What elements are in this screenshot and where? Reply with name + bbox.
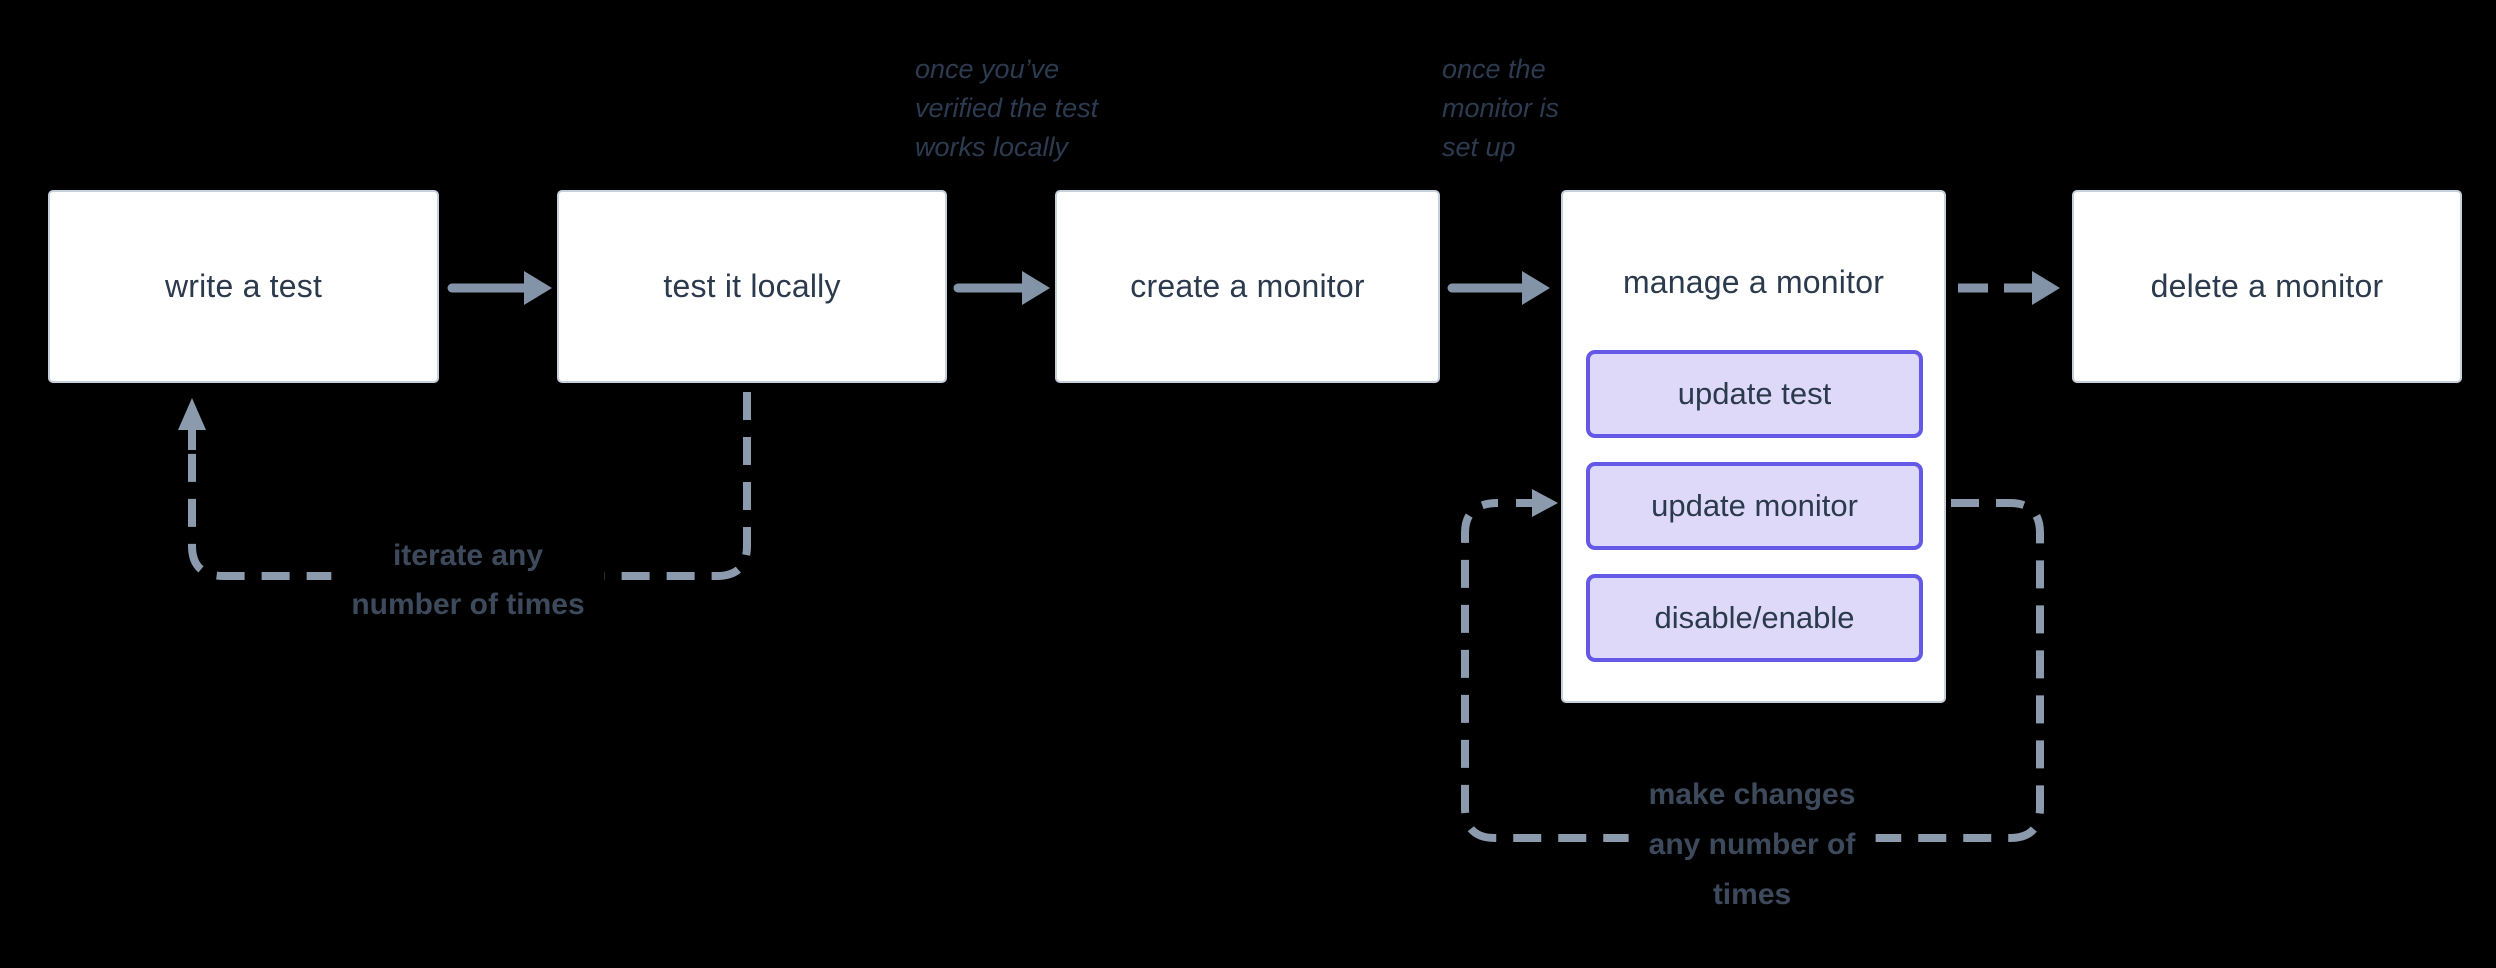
loop-label-make-changes-line1: make changes	[1648, 778, 1856, 811]
loop-label-make-changes: make changes any number of times	[1628, 770, 1876, 920]
annotation-verified-locally-line1: once you’ve	[915, 54, 1060, 84]
loop-label-make-changes-line3: times	[1712, 878, 1792, 911]
flow-box-create-monitor-label: create a monitor	[1130, 268, 1365, 304]
loop-label-iterate-line2: number of times	[351, 588, 585, 621]
flow-box-create-monitor: create a monitor	[1055, 190, 1440, 383]
annotation-verified-locally: once you’ve verified the test works loca…	[915, 50, 1098, 167]
annotation-verified-locally-line2: verified the test	[915, 93, 1099, 123]
subbox-update-monitor: update monitor	[1586, 462, 1923, 550]
subbox-disable-enable-label: disable/enable	[1654, 600, 1855, 635]
annotation-monitor-set-up-line1: once the	[1442, 54, 1546, 84]
loop-label-make-changes-line2: any number of	[1648, 828, 1856, 861]
flow-box-test-locally: test it locally	[557, 190, 947, 383]
loop-label-iterate-line1: iterate any	[392, 539, 544, 572]
arrow-manage-to-delete	[1958, 271, 2060, 305]
annotation-monitor-set-up-line3: set up	[1442, 132, 1516, 162]
flow-box-delete-monitor: delete a monitor	[2072, 190, 2462, 383]
arrow-test-to-create	[953, 271, 1050, 305]
annotation-verified-locally-line3: works locally	[915, 132, 1069, 162]
subbox-update-test: update test	[1586, 350, 1923, 438]
loop-label-iterate: iterate any number of times	[331, 531, 605, 629]
annotation-monitor-set-up-line2: monitor is	[1442, 93, 1560, 123]
flow-box-test-locally-label: test it locally	[663, 268, 841, 304]
flow-box-write-test-label: write a test	[164, 268, 323, 304]
flow-box-manage-monitor-label: manage a monitor	[1622, 264, 1885, 300]
flow-box-write-test: write a test	[48, 190, 439, 383]
annotation-monitor-set-up: once the monitor is set up	[1442, 50, 1559, 167]
subbox-disable-enable: disable/enable	[1586, 574, 1923, 662]
subbox-update-test-label: update test	[1677, 376, 1832, 411]
loop-test-to-write-arrowhead	[178, 398, 206, 430]
subbox-update-monitor-label: update monitor	[1651, 488, 1858, 523]
arrow-create-to-manage	[1447, 271, 1550, 305]
loop-manage-changes-arrowhead	[1532, 489, 1558, 517]
flow-box-manage-monitor: manage a monitor update test update moni…	[1561, 190, 1946, 703]
flow-box-delete-monitor-label: delete a monitor	[2150, 268, 2384, 304]
arrow-write-to-test	[447, 271, 552, 305]
